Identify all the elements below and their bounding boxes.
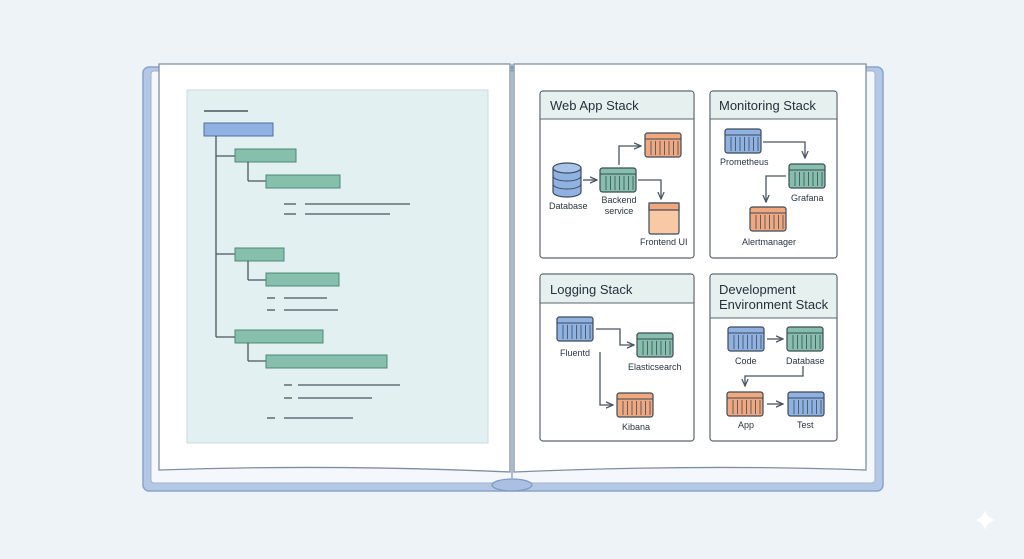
- monitoring-stack-card: [709, 90, 838, 259]
- container-icon: [726, 391, 764, 417]
- outline-subitem: [265, 354, 388, 369]
- outline-item: [234, 247, 285, 262]
- development-stack-title-line1: Development: [719, 282, 796, 297]
- logging-stack-title: Logging Stack: [550, 282, 633, 297]
- web-app-stack-card: [539, 90, 695, 259]
- outline-panel: [186, 89, 489, 444]
- grafana-label: Grafana: [791, 193, 824, 203]
- outline-item: [234, 148, 297, 163]
- container-icon: [599, 167, 637, 193]
- container-icon: [616, 392, 654, 418]
- prometheus-label: Prometheus: [720, 157, 769, 167]
- test-label: Test: [797, 420, 814, 430]
- database-label: Database: [549, 201, 588, 211]
- database-icon: [552, 162, 582, 198]
- fluentd-label: Fluentd: [560, 348, 591, 358]
- app-label: App: [738, 420, 755, 430]
- database-label-dev: Database: [786, 356, 825, 366]
- book-spine-bottom: [491, 478, 533, 492]
- kibana-label: Kibana: [622, 422, 651, 432]
- development-stack-title-line2: Environment Stack: [719, 297, 829, 312]
- container-icon: [787, 391, 825, 417]
- alertmanager-label: Alertmanager: [742, 237, 797, 247]
- container-icon: [727, 326, 765, 352]
- browser-window-icon: [648, 202, 680, 235]
- container-icon: [788, 163, 826, 189]
- frontend-label: Frontend UI: [640, 237, 688, 247]
- outline-subitem: [265, 272, 340, 287]
- container-icon: [786, 326, 824, 352]
- outline-subitem: [265, 174, 341, 189]
- container-icon: [644, 132, 682, 158]
- container-icon: [749, 206, 787, 232]
- monitoring-stack-title: Monitoring Stack: [719, 98, 816, 113]
- backend-label-line2: service: [604, 206, 634, 216]
- container-icon: [556, 316, 594, 342]
- code-label: Code: [735, 356, 757, 366]
- outline-root: [203, 122, 274, 137]
- logging-stack-card: [539, 273, 695, 442]
- container-icon: [724, 128, 762, 154]
- sparkle-icon: [975, 510, 995, 530]
- outline-item: [234, 329, 324, 344]
- development-stack-card: [709, 273, 838, 442]
- container-icon: [636, 332, 674, 358]
- web-app-stack-title: Web App Stack: [550, 98, 639, 113]
- elasticsearch-label: Elasticsearch: [628, 362, 682, 372]
- backend-label-line1: Backend: [601, 195, 637, 205]
